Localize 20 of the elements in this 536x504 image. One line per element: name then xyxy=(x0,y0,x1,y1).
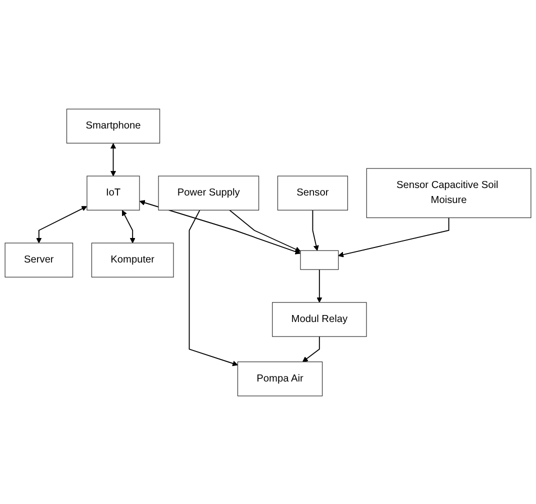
node-box xyxy=(300,250,339,270)
arrow xyxy=(122,210,136,243)
node-box: Server xyxy=(4,242,74,277)
node-box: Power Supply xyxy=(158,175,260,210)
node-box: Pompa Air xyxy=(237,361,323,396)
node-box: IoT xyxy=(86,175,140,210)
arrow xyxy=(316,268,322,302)
arrow xyxy=(338,216,450,257)
arrow xyxy=(312,209,319,250)
arrow xyxy=(188,209,238,366)
node-box: Sensor Capacitive Soil Moisure xyxy=(366,168,532,218)
arrow xyxy=(229,209,301,252)
arrow xyxy=(36,206,87,243)
node-box: Modul Relay xyxy=(272,302,367,336)
node-box: Smartphone xyxy=(66,108,160,143)
arrow xyxy=(140,200,301,254)
node-box: Sensor xyxy=(277,175,348,210)
node-box: Komputer xyxy=(91,242,174,277)
arrow xyxy=(110,142,116,176)
arrow xyxy=(302,336,320,362)
